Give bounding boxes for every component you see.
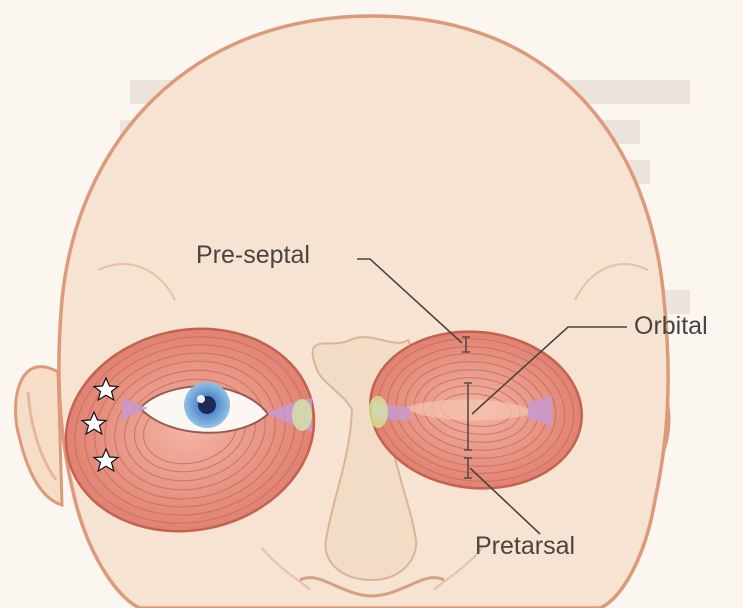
pre-septal-label: Pre-septal xyxy=(196,243,310,268)
pretarsal-label: Pretarsal xyxy=(475,534,575,559)
orbital-label: Orbital xyxy=(634,314,708,339)
